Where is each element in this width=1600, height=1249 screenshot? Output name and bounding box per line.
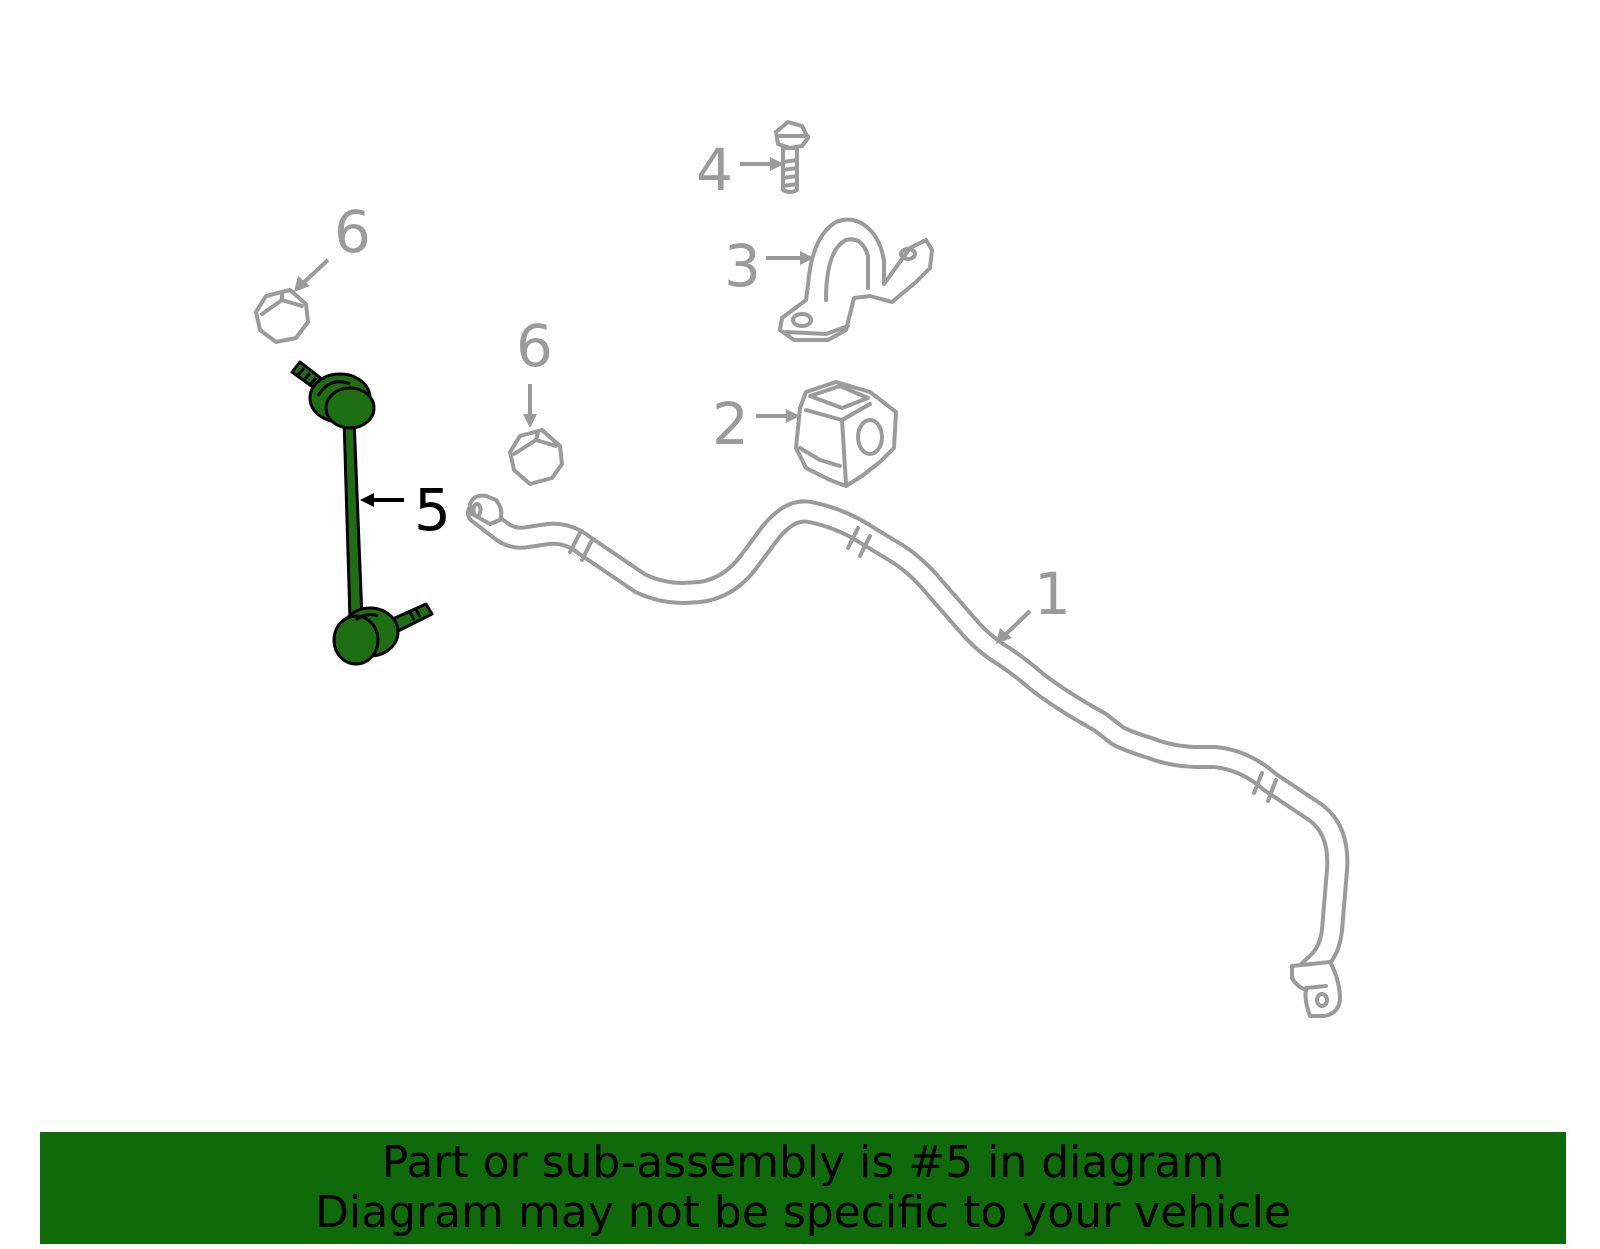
stabilizer-link [290, 360, 434, 666]
banner-line-1: Part or sub-assembly is #5 in diagram [381, 1137, 1225, 1188]
bushing-bracket [778, 217, 934, 342]
callout-arrows [294, 157, 1032, 644]
callout-2: 2 [712, 390, 749, 458]
bracket-bolt [774, 120, 810, 194]
banner-line-2: Diagram may not be specific to your vehi… [315, 1187, 1291, 1238]
nut-left [254, 288, 310, 344]
callout-6-left: 6 [334, 198, 371, 266]
callout-1: 1 [1034, 560, 1071, 628]
nut-center [508, 428, 564, 486]
stabilizer-bushing [794, 380, 898, 488]
callout-3: 3 [724, 232, 761, 300]
callout-6-center: 6 [516, 312, 553, 380]
callout-5: 5 [414, 476, 451, 544]
info-banner: Part or sub-assembly is #5 in diagram Di… [40, 1132, 1566, 1244]
stabilizer-bar [466, 493, 1350, 1018]
callout-4: 4 [696, 136, 733, 204]
